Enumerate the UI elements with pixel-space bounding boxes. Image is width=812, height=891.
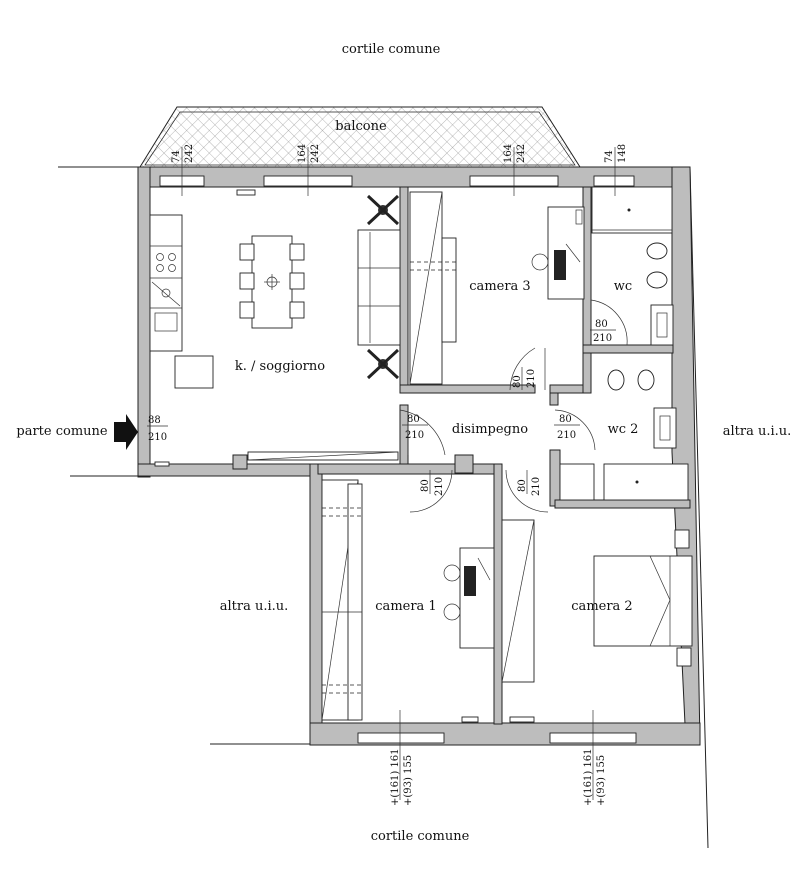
dim-window-bottom: +(161) 161	[390, 748, 401, 806]
dim-door-height: 210	[531, 477, 542, 496]
desk-camera3	[531, 206, 585, 300]
dim-door-height: 210	[526, 369, 537, 388]
label-parte-comune: parte comune	[16, 424, 108, 439]
dining-table	[239, 235, 305, 329]
bathroom-wc	[591, 186, 674, 346]
radiators	[154, 189, 535, 723]
wardrobe-camera2	[501, 519, 535, 683]
label-cortile-bottom: cortile comune	[371, 829, 470, 844]
label-camera1: camera 1	[375, 599, 436, 614]
dim-door-width: 80	[517, 479, 528, 492]
label-camera3: camera 3	[469, 279, 530, 294]
dim-door-width: 80	[595, 319, 608, 330]
label-soggiorno: k. / soggiorno	[235, 359, 325, 374]
dim-window-height: 148	[617, 144, 628, 163]
dim-window-height: 242	[184, 144, 195, 163]
label-wc: wc	[614, 279, 632, 294]
dim-window-bottom: +(161) 161	[583, 748, 594, 806]
dim-door-width: 80	[512, 375, 523, 388]
label-disimpegno: disimpegno	[452, 422, 528, 437]
kitchen-counter	[149, 214, 214, 389]
label-cortile-top: cortile comune	[342, 42, 441, 57]
wardrobe-camera3	[409, 191, 457, 385]
dim-window-bottom: +(93) 155	[596, 755, 607, 806]
bed-camera2	[593, 529, 693, 667]
dim-window-height: 242	[516, 144, 527, 163]
dim-window-width: 74	[604, 150, 615, 163]
dim-entry-width: 88	[148, 415, 161, 426]
dim-door-width: 80	[407, 414, 420, 425]
dim-door-height: 210	[405, 430, 424, 441]
dim-door-width: 80	[420, 479, 431, 492]
dim-window-width: 164	[503, 144, 514, 163]
dim-window-width: 74	[171, 150, 182, 163]
plant-icon	[366, 194, 400, 380]
dim-window-height: 242	[310, 144, 321, 163]
dim-entry-height: 210	[148, 432, 167, 443]
bathroom-wc2	[559, 369, 689, 501]
dim-door-width: 80	[559, 414, 572, 425]
dim-door-height: 210	[434, 477, 445, 496]
label-camera2: camera 2	[571, 599, 632, 614]
balcony-rail	[144, 111, 576, 166]
sofa	[357, 229, 401, 346]
dim-door-height: 210	[557, 430, 576, 441]
dim-window-bottom: +(93) 155	[403, 755, 414, 806]
dim-door-height: 210	[593, 333, 612, 344]
entry-arrow-icon	[114, 414, 138, 450]
dim-window-width: 164	[297, 144, 308, 163]
wardrobe-camera1	[321, 479, 363, 721]
dimension-lines	[147, 147, 616, 800]
label-balcone: balcone	[335, 119, 387, 134]
label-altra-left: altra u.i.u.	[220, 599, 289, 614]
desk-camera1	[443, 547, 495, 649]
doors	[137, 299, 628, 513]
label-wc2: wc 2	[608, 422, 639, 437]
label-altra-right: altra u.i.u.	[723, 424, 792, 439]
boundary-line-right	[689, 167, 709, 849]
